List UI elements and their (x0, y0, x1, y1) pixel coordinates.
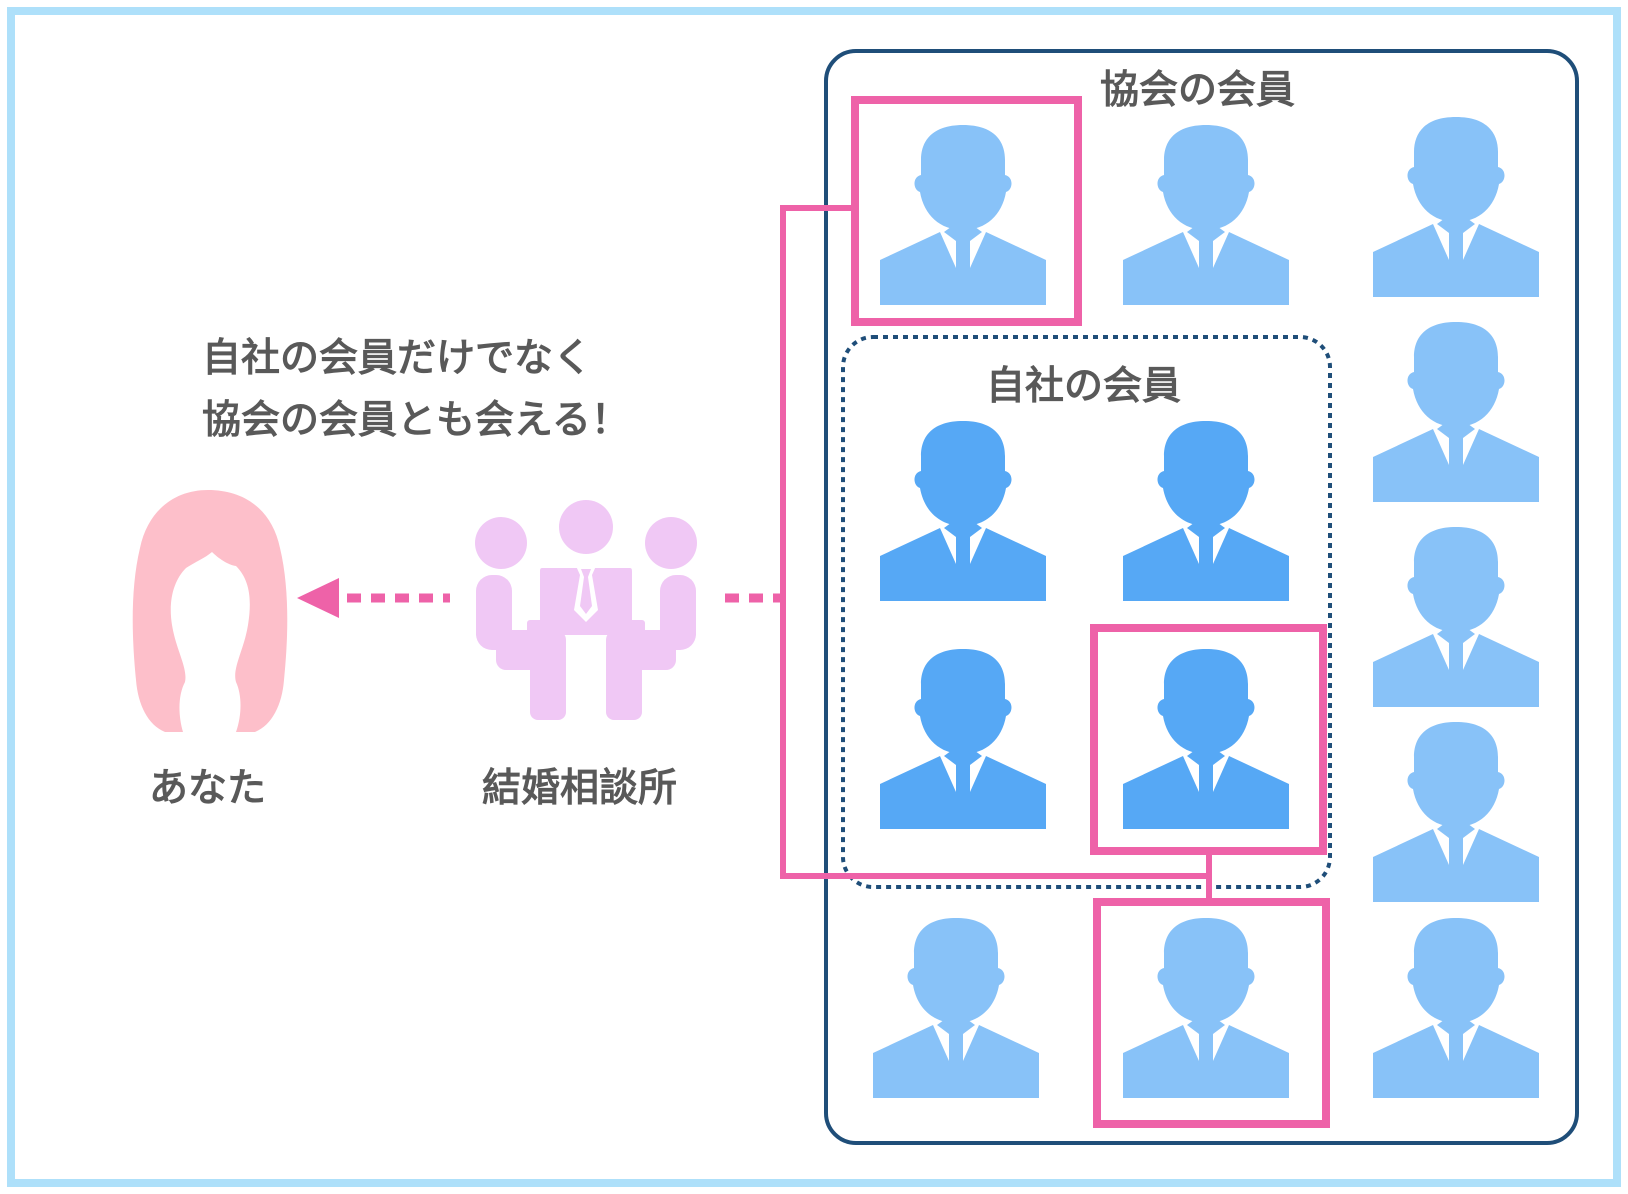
member-icon (873, 918, 1039, 1098)
highlight-box-association (851, 96, 1082, 326)
woman-silhouette-icon (132, 490, 288, 732)
own-company-group-title: 自社の会員 (986, 364, 1182, 409)
highlight-box-own (1090, 624, 1327, 855)
own-company-group-box (841, 335, 1332, 889)
member-icon (1373, 117, 1539, 297)
highlight-box-association-bottom (1093, 898, 1330, 1128)
you-label: あなた (149, 766, 267, 811)
member-icon (1123, 918, 1289, 1098)
member-icon (1373, 322, 1539, 502)
member-icon (1373, 722, 1539, 902)
member-icon (1373, 918, 1539, 1098)
association-group-title: 協会の会員 (1100, 68, 1296, 113)
member-icon (880, 125, 1046, 305)
highlight-bracket (780, 205, 1212, 902)
agency-tie-icon (574, 566, 598, 622)
member-icon (1373, 527, 1539, 707)
own-member-icon (880, 649, 1046, 829)
agency-label: 結婚相談所 (482, 766, 678, 811)
arrow-head-icon (297, 578, 339, 618)
own-member-icon (880, 421, 1046, 601)
member-icon (1123, 125, 1289, 305)
own-member-icon (1123, 421, 1289, 601)
headline-line-1: 自社の会員だけでなく (202, 336, 593, 381)
own-member-icon (1123, 649, 1289, 829)
association-group-box (824, 49, 1579, 1145)
headline-line-2: 協会の会員とも会える！ (202, 398, 630, 443)
